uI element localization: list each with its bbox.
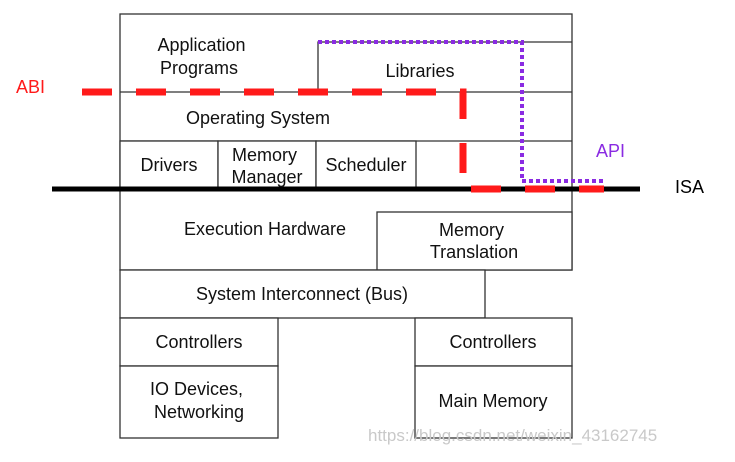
- controllers-right-box: [414, 317, 573, 367]
- drivers-label: Drivers: [141, 155, 198, 175]
- io-devices-label: IO Devices, Networking: [150, 379, 248, 422]
- operating-system-label: Operating System: [186, 108, 330, 128]
- watermark: https://blog.csdn.net/weixin_43162745: [368, 426, 657, 445]
- execution-hardware-label: Execution Hardware: [184, 219, 346, 239]
- api-label: API: [596, 141, 625, 161]
- main-memory-label: Main Memory: [438, 391, 547, 411]
- drivers-box: [119, 140, 219, 190]
- memory-translation-label: Memory Translation: [430, 220, 518, 262]
- isa-label: ISA: [675, 177, 704, 197]
- scheduler-label: Scheduler: [325, 155, 406, 175]
- api-path: [318, 40, 603, 183]
- application-programs-label: Application Programs: [157, 35, 250, 78]
- memory-manager-label: Memory Manager: [231, 145, 302, 187]
- controllers-left-box: [119, 317, 279, 367]
- abi-path: [82, 88, 604, 193]
- controllers-left-label: Controllers: [155, 332, 242, 352]
- memory-manager-box: [217, 140, 317, 190]
- libraries-label: Libraries: [385, 61, 454, 81]
- system-interconnect-box: [119, 269, 486, 319]
- abi-label: ABI: [16, 77, 45, 97]
- controllers-right-label: Controllers: [449, 332, 536, 352]
- main-memory-box: [414, 365, 573, 439]
- io-devices-box: [119, 365, 279, 439]
- system-interconnect-label: System Interconnect (Bus): [196, 284, 408, 304]
